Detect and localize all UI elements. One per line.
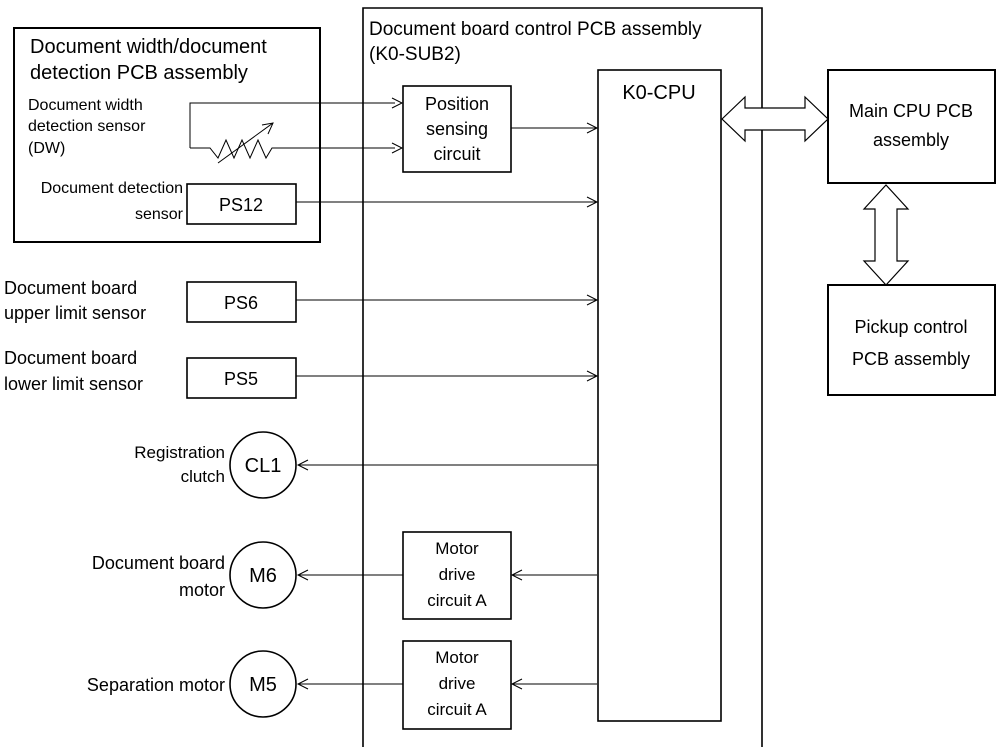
m5-circle: [229, 650, 297, 718]
cpu-main-bus-arrow: [721, 95, 829, 143]
m6-label: M6: [249, 565, 277, 587]
clutch-label-1: Registration: [134, 443, 225, 462]
position-sensing-label-3: circuit: [433, 144, 480, 164]
ps12-arrowhead: [586, 196, 599, 208]
ps6-arrowhead: [586, 294, 599, 306]
main-cpu-box: [827, 69, 996, 184]
upper-sensor-label-1: Document board: [4, 278, 137, 298]
main-pickup-bus-arrow: [862, 184, 910, 286]
cpu-label: K0-CPU: [622, 82, 695, 104]
motor-drive-2-label-2: drive: [439, 674, 476, 693]
lower-sensor-label-2: lower limit sensor: [4, 374, 143, 394]
drive2-arrowhead: [510, 678, 523, 690]
doc-sensor-label-2: sensor: [135, 206, 184, 223]
dw-bottom-arrowhead: [391, 142, 404, 154]
m5-label: M5: [249, 674, 277, 696]
pickup-label-1: Pickup control: [854, 317, 967, 337]
motor-drive-2-label-3: circuit A: [427, 700, 487, 719]
doc-sensor-label: Document detection: [41, 180, 183, 197]
control-pcb-title: Document board control PCB assembly: [369, 19, 702, 40]
position-sensing-label-1: Position: [425, 94, 489, 114]
board-motor-label-1: Document board: [92, 553, 225, 573]
motor-drive-1-label-1: Motor: [435, 539, 479, 558]
m6-circle: [229, 541, 297, 609]
position-sensing-box: [402, 85, 512, 173]
ps6-box: [186, 281, 297, 323]
motor-drive-1-label-2: drive: [439, 565, 476, 584]
pickup-label-2: PCB assembly: [852, 349, 970, 369]
width-sensor-label-2: detection sensor: [28, 118, 146, 135]
dw-top-arrowhead: [391, 97, 404, 109]
motor-drive-2-box: [402, 640, 512, 730]
cl1-label: CL1: [245, 455, 282, 477]
variable-resistor-icon: [189, 102, 395, 164]
ps5-label: PS5: [224, 369, 258, 389]
m5-arrowhead: [296, 678, 309, 690]
ps12-label: PS12: [219, 195, 263, 215]
board-motor-label-2: motor: [179, 580, 225, 600]
ps6-label: PS6: [224, 293, 258, 313]
detection-pcb-subtitle: detection PCB assembly: [30, 62, 248, 84]
drive1-arrowhead: [510, 569, 523, 581]
motor-drive-2-label-1: Motor: [435, 648, 479, 667]
cl1-arrowhead: [296, 459, 309, 471]
width-sensor-label: Document width: [28, 97, 143, 114]
ps12-box: [186, 183, 297, 225]
width-sensor-label-3: (DW): [28, 140, 65, 157]
control-pcb-border: [362, 7, 763, 747]
main-cpu-label-1: Main CPU PCB: [849, 101, 973, 121]
upper-sensor-label-2: upper limit sensor: [4, 303, 146, 323]
ps5-box: [186, 357, 297, 399]
control-pcb-subtitle: (K0-SUB2): [369, 44, 461, 65]
lower-sensor-label-1: Document board: [4, 348, 137, 368]
position-sensing-label-2: sensing: [426, 119, 488, 139]
sep-motor-label: Separation motor: [87, 675, 225, 695]
main-cpu-label-2: assembly: [873, 130, 949, 150]
ps5-arrowhead: [586, 370, 599, 382]
clutch-label-2: clutch: [181, 467, 225, 486]
detection-pcb-title: Document width/document: [30, 36, 267, 58]
cl1-circle: [229, 431, 297, 499]
m6-arrowhead: [296, 569, 309, 581]
position-to-cpu-arrowhead: [586, 122, 599, 134]
cpu-box: [597, 69, 722, 722]
motor-drive-1-label-3: circuit A: [427, 591, 487, 610]
pickup-box: [827, 284, 996, 396]
